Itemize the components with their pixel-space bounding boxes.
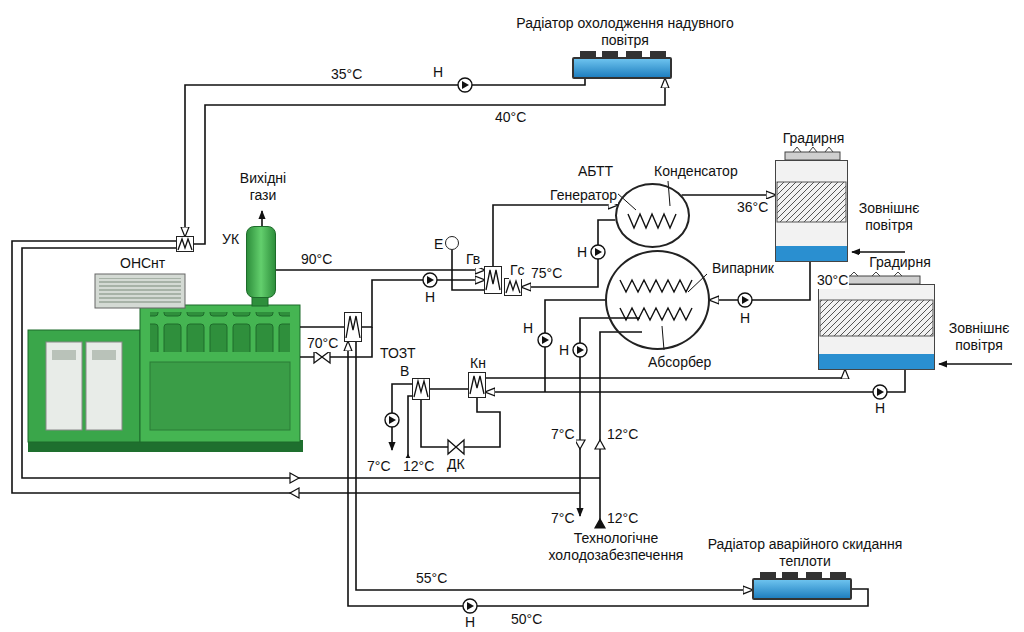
node-label: Абсорбер: [647, 354, 712, 371]
node-label: Радіатор аварійного скидання теплоти: [689, 536, 921, 570]
temperature-label: 7°C: [550, 510, 576, 527]
node-label: Гс: [509, 262, 526, 279]
chiller-upper-vessel: АБТТГенераторКонденсатор: [615, 183, 690, 248]
genset-illustration: [28, 274, 303, 452]
pipe-connector: [194, 79, 665, 244]
node-label: ОНСнт: [119, 255, 166, 272]
pipe-connector: [185, 79, 585, 236]
temperature-label: 7°C: [550, 426, 576, 443]
pipe-connector: [464, 398, 500, 447]
pipe-connector: [430, 388, 468, 390]
leader-lines: [617, 181, 707, 350]
node-label: Випарник: [711, 260, 775, 277]
flow-arrows: [290, 440, 605, 528]
pipe-connector: [522, 220, 615, 287]
air-label: Зовнішнє повітря: [942, 320, 1016, 354]
flow-label: Вихідні гази: [224, 170, 302, 204]
chiller-lower-vessel: ВипарникАбсорбер: [605, 250, 710, 350]
air-label: Зовнішнє повітря: [852, 200, 926, 234]
node-label: УК: [221, 231, 240, 248]
exhaust-boiler: УК: [246, 226, 276, 298]
temperature-label: 12°C: [402, 458, 435, 475]
pump-label: Н: [576, 244, 588, 261]
temperature-label: 90°C: [300, 251, 333, 268]
node-label: В: [399, 363, 410, 380]
temperature-label: 12°C: [606, 510, 639, 527]
temperature-label: 7°C: [366, 458, 392, 475]
temperature-label: 40°C: [494, 109, 527, 126]
node-label: Е: [433, 236, 444, 253]
pipe-connector: [421, 400, 448, 447]
pipe-connector: [682, 194, 775, 196]
control-valve: ДК: [448, 440, 464, 454]
node-label: АБТТ: [577, 163, 614, 180]
pump-label: Н: [558, 342, 570, 359]
pipe-connector: [356, 342, 752, 590]
node-label: Градирня: [859, 254, 941, 271]
cooling-tower: Градирня: [775, 160, 848, 262]
node-label: Конденсатор: [653, 163, 739, 180]
pipe-connector: [452, 250, 484, 290]
pump-label: Н: [432, 64, 444, 81]
valve-symbols: [314, 351, 464, 454]
heat-exchanger: Гс: [504, 278, 522, 296]
exchanger-symbols: [178, 239, 520, 397]
dump-radiator: Радіатор аварійного скидання теплоти: [752, 578, 852, 600]
charge-air-radiator: Радіатор охолодження надувного повітря: [572, 57, 672, 79]
pump-label: Н: [874, 400, 886, 417]
pump-label: Н: [424, 289, 436, 306]
pump-label: Н: [464, 614, 476, 631]
heat-exchanger: Гв: [484, 266, 502, 294]
temperature-label: 30°C: [816, 272, 849, 289]
heat-exchanger: В: [412, 378, 430, 400]
pump-label: Н: [739, 310, 751, 327]
pipe-connector: [362, 280, 484, 327]
temperature-label: 75°C: [530, 265, 563, 282]
temperature-label: 70°C: [306, 335, 339, 352]
node-label: Гв: [465, 251, 481, 268]
temperature-label: 35°C: [330, 66, 363, 83]
pump-label: Н: [522, 320, 534, 337]
temperature-label: 36°C: [736, 199, 769, 216]
node-label: Градирня: [756, 130, 871, 147]
temperature-label: 55°C: [415, 570, 448, 587]
cooling-tower: Градирня: [818, 284, 935, 370]
expansion-vessel: Е: [445, 236, 459, 250]
node-label: ДК: [446, 456, 466, 473]
pump-symbols: [385, 78, 887, 613]
temperature-label: 50°C: [510, 611, 543, 628]
heat-exchanger: ТОЗТ: [344, 312, 362, 342]
pipe-lines: [12, 211, 1012, 528]
node-label: Радіатор охолодження надувного повітря: [514, 15, 736, 49]
node-label: Кн: [469, 355, 487, 372]
pipe-connector: [486, 370, 905, 392]
node-label: ТОЗТ: [379, 345, 417, 362]
chiller-coils: [620, 214, 692, 320]
heat-exchanger: ОНСнт: [176, 236, 194, 252]
temperature-label: 12°C: [606, 426, 639, 443]
node-label: Генератор: [549, 187, 618, 204]
pipe-connector: [486, 370, 845, 378]
consumer-label: Технологічне холодозабезпечення: [530, 530, 702, 564]
heat-exchanger: Кн: [468, 372, 486, 398]
